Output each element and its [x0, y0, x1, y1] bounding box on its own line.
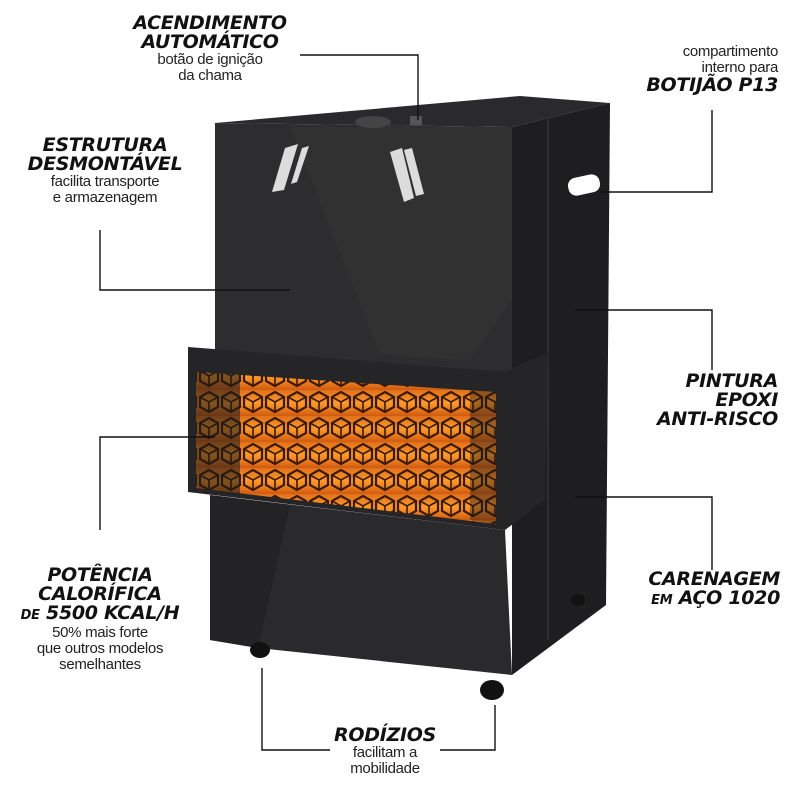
power-sub-3: semelhantes: [59, 656, 141, 673]
casing-title-2-prefix: EM: [651, 593, 673, 608]
paint-title-3: ANTI-RISCO: [656, 408, 778, 430]
ignition-title-2: AUTOMÁTICO: [141, 31, 279, 53]
compartment-label: compartimento interno para BOTIJÃO P13: [600, 44, 778, 95]
structure-title-2: DESMONTÁVEL: [27, 153, 183, 175]
ignition-label: ACENDIMENTO AUTOMÁTICO botão de ignição …: [110, 14, 310, 84]
ignition-sub-1: botão de ignição: [157, 51, 263, 68]
ignition-knob: [355, 116, 391, 128]
wheel-front-right: [480, 680, 504, 700]
power-title-1: POTÊNCIA: [47, 564, 153, 586]
heater-side: [512, 103, 610, 675]
structure-title-1: ESTRUTURA: [42, 134, 168, 156]
wheels-sub-1: facilitam a: [352, 744, 418, 761]
flame-grille: [196, 372, 496, 524]
paint-label: PINTURA EPOXI ANTI-RISCO: [600, 372, 778, 429]
callout-lines: [99, 54, 713, 751]
structure-sub-2: e armazenagem: [52, 189, 158, 206]
wheel-back-right: [571, 594, 585, 606]
wheels-sub-2: mobilidade: [350, 760, 420, 777]
power-sub-2: que outros modelos: [36, 640, 164, 657]
compartment-title: BOTIJÃO P13: [646, 74, 778, 96]
power-sub-1: 50% mais forte: [52, 624, 148, 641]
structure-sub-1: facilita transporte: [50, 173, 160, 190]
wheels-title: RODÍZIOS: [334, 724, 436, 746]
casing-title-1: CARENAGEM: [648, 568, 780, 590]
casing-label: CARENAGEM EM AÇO 1020: [590, 570, 780, 610]
power-title-3: 5500 KCAL/H: [46, 602, 180, 624]
compartment-sub-1: compartimento: [682, 43, 779, 60]
paint-title-2: EPOXI: [715, 389, 778, 411]
power-label: POTÊNCIA CALORÍFICA DE 5500 KCAL/H 50% m…: [0, 566, 200, 673]
wheel-front-left: [250, 642, 270, 658]
wheels-label: RODÍZIOS facilitam a mobilidade: [318, 726, 452, 777]
paint-title-1: PINTURA: [685, 370, 778, 392]
heater-front-lower: [210, 495, 512, 675]
compartment-sub-2: interno para: [701, 59, 779, 76]
ignition-title-1: ACENDIMENTO: [133, 12, 287, 34]
ignition-sub-2: da chama: [178, 67, 242, 84]
structure-label: ESTRUTURA DESMONTÁVEL facilita transport…: [10, 136, 200, 206]
power-title-3-prefix: DE: [20, 608, 40, 623]
casing-title-2: AÇO 1020: [678, 587, 781, 609]
power-title-2: CALORÍFICA: [38, 583, 162, 605]
heater-top: [215, 96, 610, 127]
